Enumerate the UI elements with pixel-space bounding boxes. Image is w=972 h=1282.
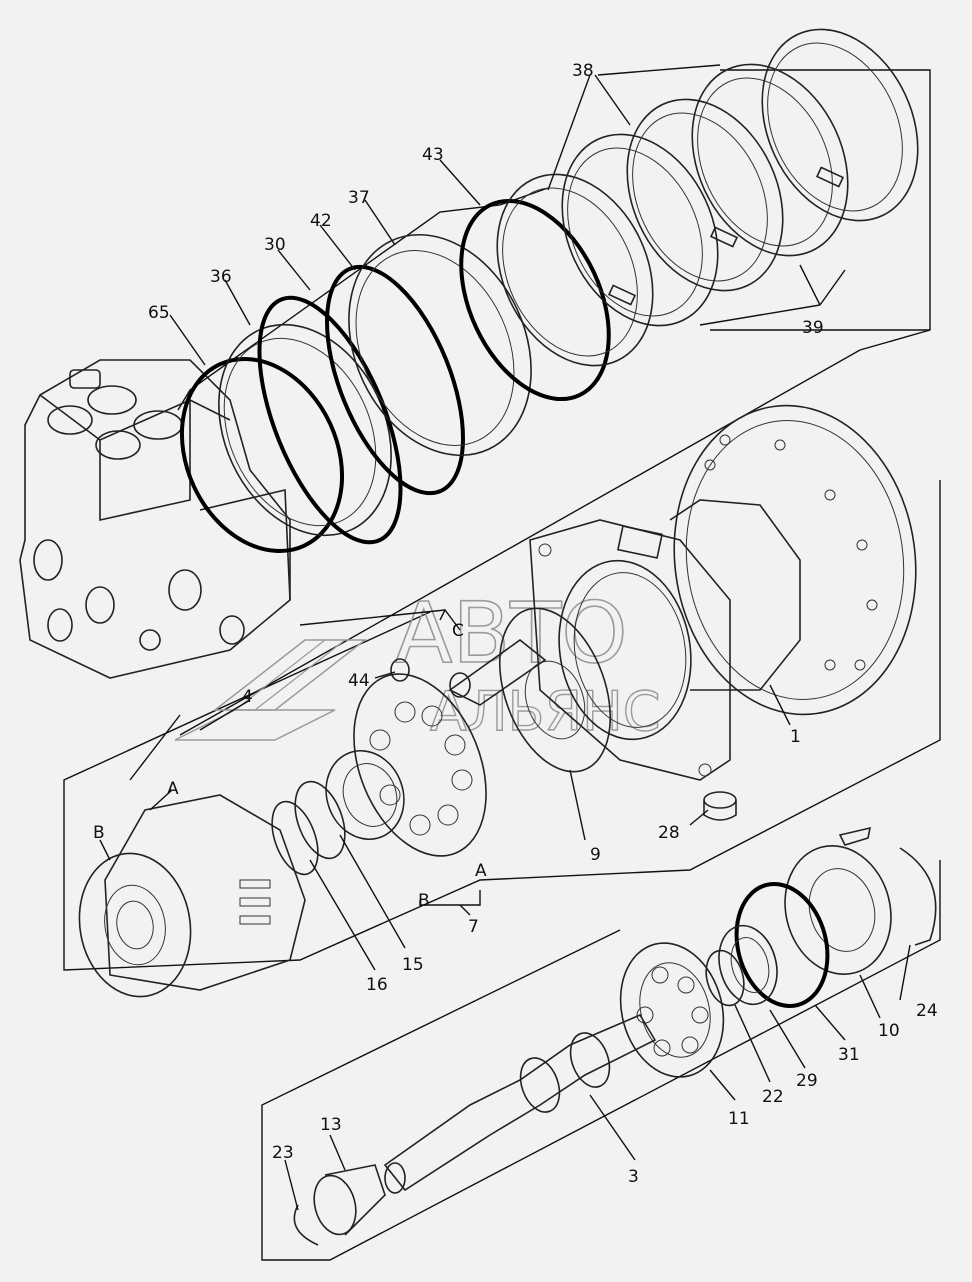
callout-37: 37: [348, 188, 370, 208]
callout-16: 16: [366, 975, 388, 995]
part-retainer-7: [353, 673, 487, 857]
callout-30: 30: [264, 235, 286, 255]
callout-29: 29: [796, 1071, 818, 1091]
part-ring-65: [179, 356, 345, 554]
part-snap-ring-24: [899, 847, 937, 946]
callout-b-top: B: [93, 823, 105, 843]
callout-38: 38: [572, 61, 594, 81]
group-outline-lower: [261, 860, 941, 1261]
callout-1: 1: [790, 727, 801, 747]
callout-15: 15: [402, 955, 424, 975]
callout-44: 44: [348, 671, 370, 691]
callout-9: 9: [590, 845, 601, 865]
part-valve-housing: [19, 359, 291, 679]
callout-3: 3: [628, 1167, 639, 1187]
callout-a-mid: A: [475, 861, 487, 881]
part-ring-15: [294, 780, 346, 860]
part-sleeve-13: [313, 1164, 386, 1236]
callout-labels: 38 43 37 42 30 36 65 39 4 44 C A B A B 7…: [93, 61, 938, 1187]
callout-28: 28: [658, 823, 680, 843]
part-ring-22: [705, 949, 745, 1007]
part-ring-16: [271, 800, 319, 876]
callout-36: 36: [210, 267, 232, 287]
watermark-line1: АВТО: [395, 584, 628, 682]
group-outline-middle: [63, 480, 941, 971]
callout-c: C: [452, 621, 464, 641]
group-outline-upper: [177, 69, 931, 736]
callout-23: 23: [272, 1143, 294, 1163]
watermark-logo-icon: [174, 639, 368, 741]
part-retainer-10: [784, 826, 892, 976]
callout-a-top: A: [167, 779, 179, 799]
part-snap-ring-23: [293, 1204, 319, 1246]
watermark-line2: АЛЬЯНС: [430, 680, 660, 743]
leader-lines: [99, 64, 911, 1211]
part-plug-28: [703, 791, 737, 821]
part-cylinder-block: [78, 794, 306, 998]
callout-24: 24: [916, 1001, 938, 1021]
callout-11: 11: [728, 1109, 750, 1129]
callout-7: 7: [468, 917, 479, 937]
callout-39: 39: [802, 318, 824, 338]
part-seal-29: [718, 924, 778, 1006]
callout-4: 4: [242, 687, 253, 707]
part-pin-44: [390, 658, 471, 698]
callout-31: 31: [838, 1045, 860, 1065]
callout-42: 42: [310, 211, 332, 231]
callout-13: 13: [320, 1115, 342, 1135]
callout-43: 43: [422, 145, 444, 165]
part-shaft-3: [383, 1013, 657, 1194]
watermark: АВТО АЛЬЯНС: [174, 583, 661, 744]
callout-22: 22: [762, 1087, 784, 1107]
callout-65: 65: [148, 303, 170, 323]
part-plates-38-39: [496, 28, 919, 367]
part-bearing-11: [619, 942, 725, 1078]
part-housing-1: [529, 404, 917, 781]
part-ring-42: [325, 264, 465, 496]
callout-10: 10: [878, 1021, 900, 1041]
part-swash-plate-9: [448, 607, 612, 773]
callout-b-mid: B: [418, 891, 430, 911]
part-oring-31: [734, 882, 830, 1008]
part-ring-43: [459, 198, 611, 402]
part-ball-guide: [325, 749, 405, 841]
